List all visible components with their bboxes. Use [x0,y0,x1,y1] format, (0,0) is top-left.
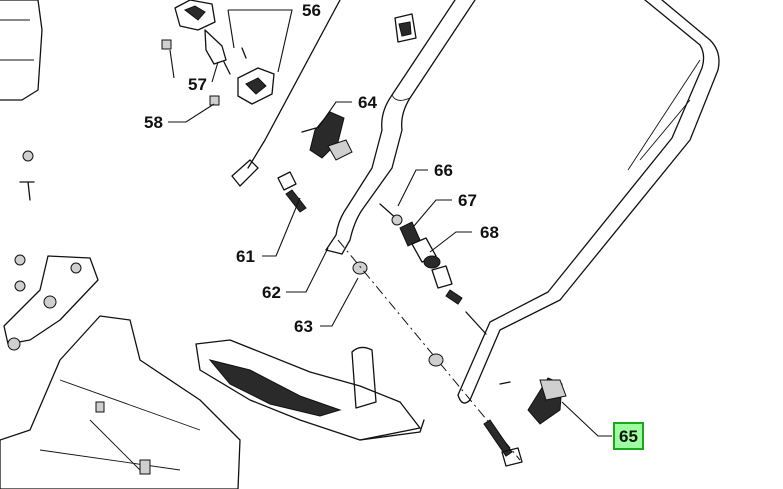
washer-lower [428,353,444,367]
callout-62: 62 [262,283,281,302]
callout-68: 68 [480,223,499,242]
callout-64: 64 [358,93,377,112]
callout-57: 57 [188,75,207,94]
callout-65-highlight-box[interactable] [613,422,644,450]
callout-66: 66 [434,161,453,180]
part-61-bolt [277,171,307,213]
part-64-knob [301,111,353,161]
callout-63: 63 [294,317,313,336]
callout-67: 67 [458,191,477,210]
callout-58: 58 [144,113,163,132]
part-66-68-stack [379,203,487,335]
lower-handle-bracket [195,339,425,441]
assembly-axis [337,239,521,461]
callout-56: 56 [302,1,321,20]
part-65-knob [499,377,567,425]
callout-65[interactable]: 65 [619,427,638,446]
cable-end [231,159,259,187]
control-cable [247,0,341,169]
control-clips [161,0,417,106]
lower-bolt [483,419,513,457]
callout-labels: 56 57 58 64 66 67 68 61 62 63 65 [144,1,644,450]
callout-61: 61 [236,247,255,266]
leader-lines [168,9,612,437]
deck-assembly [0,0,241,489]
upper-handle [325,0,720,404]
